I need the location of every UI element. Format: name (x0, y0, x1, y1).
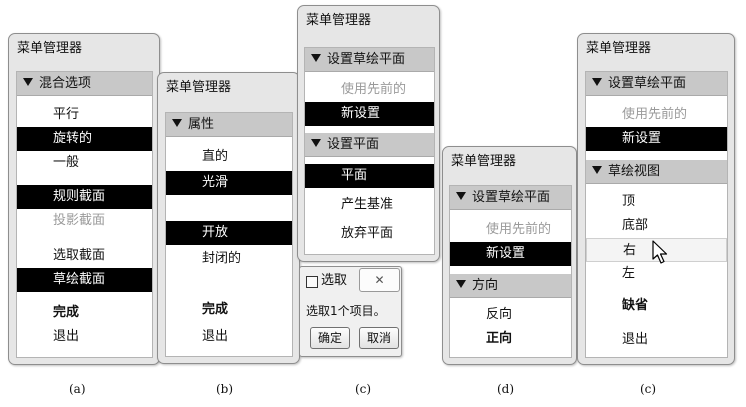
menu-item-quit[interactable]: 退出 (622, 332, 649, 347)
triangle-down-icon (311, 54, 321, 62)
menu-item-default[interactable]: 缺省 (622, 298, 649, 313)
menu-header-label: 设置草绘平面 (608, 76, 687, 91)
menu-item-create-datum[interactable]: 产生基准 (341, 197, 394, 212)
caption-c: (c) (355, 382, 372, 396)
mouse-pointer-icon (652, 240, 668, 264)
menu-item-new-setting[interactable]: 新设置 (586, 127, 727, 151)
menu-manager-panel-c: 菜单管理器 设置草绘平面 使用先前的 新设置 设置平面 平面 产生基准 放弃平面 (297, 5, 440, 262)
menu-item-okay[interactable]: 正向 (486, 331, 513, 346)
menu-header-label: 设置平面 (327, 137, 380, 152)
menu-header-label: 设置草绘平面 (472, 190, 551, 205)
menu-item-open[interactable]: 开放 (166, 221, 292, 245)
menu-header-label: 属性 (188, 117, 215, 132)
dialog-close-button[interactable]: ✕ (359, 268, 400, 292)
menu-header-sketch-view[interactable]: 草绘视图 (586, 160, 727, 184)
menu-list: 混合选项 平行 旋转的 一般 规则截面 投影截面 选取截面 草绘截面 完成 退出 (16, 71, 153, 358)
menu-item-bottom[interactable]: 底部 (622, 218, 649, 233)
menu-list: 属性 直的 光滑 开放 封闭的 完成 退出 (165, 112, 293, 357)
menu-item-closed[interactable]: 封闭的 (202, 251, 242, 266)
caption-d: (d) (497, 382, 515, 396)
panel-title: 菜单管理器 (166, 80, 232, 95)
menu-manager-panel-a: 菜单管理器 混合选项 平行 旋转的 一般 规则截面 投影截面 选取截面 草绘截面… (8, 33, 160, 365)
triangle-down-icon (172, 119, 182, 127)
triangle-down-icon (311, 139, 321, 147)
menu-item-done[interactable]: 完成 (202, 302, 229, 317)
menu-list: 设置草绘平面 使用先前的 新设置 方向 反向 正向 (449, 185, 572, 358)
menu-header-direction[interactable]: 方向 (450, 274, 571, 298)
menu-item-sketch-section[interactable]: 草绘截面 (17, 268, 152, 292)
menu-header-label: 混合选项 (39, 76, 92, 91)
panel-title: 菜单管理器 (451, 154, 517, 169)
menu-header-label: 方向 (472, 278, 499, 293)
menu-item-use-previous: 使用先前的 (486, 222, 552, 237)
menu-item-project-section: 投影截面 (53, 213, 106, 228)
menu-item-quit[interactable]: 退出 (202, 329, 229, 344)
panel-title: 菜单管理器 (306, 13, 372, 28)
menu-item-quit[interactable]: 退出 (53, 329, 80, 344)
menu-item-parallel[interactable]: 平行 (53, 107, 80, 122)
menu-header-blend-options[interactable]: 混合选项 (17, 72, 152, 96)
menu-item-done[interactable]: 完成 (53, 305, 80, 320)
menu-item-select-section[interactable]: 选取截面 (53, 248, 106, 263)
dialog-message: 选取1个项目。 (306, 304, 386, 318)
menu-item-smooth[interactable]: 光滑 (166, 171, 292, 195)
caption-b: (b) (216, 382, 234, 396)
panel-title: 菜单管理器 (17, 41, 83, 56)
checkbox-square-icon (306, 276, 318, 288)
menu-manager-panel-e: 菜单管理器 设置草绘平面 使用先前的 新设置 草绘视图 顶 底部 右 左 缺省 … (577, 33, 735, 365)
menu-header-set-plane[interactable]: 设置平面 (305, 133, 434, 157)
triangle-down-icon (456, 280, 466, 288)
menu-header-set-sketch-plane[interactable]: 设置草绘平面 (586, 72, 727, 96)
menu-item-regular-section[interactable]: 规则截面 (17, 185, 152, 209)
menu-header-label: 设置草绘平面 (327, 52, 406, 67)
caption-a: (a) (69, 382, 86, 396)
menu-item-use-previous: 使用先前的 (622, 107, 688, 122)
panel-title: 菜单管理器 (586, 41, 652, 56)
menu-item-flip[interactable]: 反向 (486, 307, 513, 322)
triangle-down-icon (23, 78, 33, 86)
dialog-title: 选取 (321, 273, 348, 288)
menu-item-straight[interactable]: 直的 (202, 149, 229, 164)
menu-header-label: 草绘视图 (608, 164, 661, 179)
triangle-down-icon (456, 192, 466, 200)
menu-item-quit-plane[interactable]: 放弃平面 (341, 226, 394, 241)
menu-list: 设置草绘平面 使用先前的 新设置 设置平面 平面 产生基准 放弃平面 (304, 47, 435, 255)
cancel-button[interactable]: 取消 (359, 327, 399, 349)
menu-item-rotational[interactable]: 旋转的 (17, 127, 152, 151)
menu-item-use-previous: 使用先前的 (341, 82, 407, 97)
menu-list: 设置草绘平面 使用先前的 新设置 草绘视图 顶 底部 右 左 缺省 退出 (585, 71, 728, 358)
menu-item-general[interactable]: 一般 (53, 155, 80, 170)
menu-item-left[interactable]: 左 (622, 266, 636, 281)
menu-item-top[interactable]: 顶 (622, 194, 636, 209)
menu-header-set-sketch-plane[interactable]: 设置草绘平面 (305, 48, 434, 72)
menu-header-attributes[interactable]: 属性 (166, 113, 292, 137)
caption-e: (c) (640, 382, 657, 396)
select-dialog: 选取 ✕ 选取1个项目。 确定 取消 (299, 266, 402, 357)
ok-button[interactable]: 确定 (310, 327, 350, 349)
menu-item-new-setting[interactable]: 新设置 (305, 102, 434, 126)
menu-manager-panel-d: 菜单管理器 设置草绘平面 使用先前的 新设置 方向 反向 正向 (442, 146, 577, 365)
menu-header-set-sketch-plane[interactable]: 设置草绘平面 (450, 186, 571, 210)
menu-item-new-setting[interactable]: 新设置 (450, 242, 571, 266)
close-x-icon: ✕ (374, 273, 385, 287)
triangle-down-icon (592, 166, 602, 174)
menu-manager-panel-b: 菜单管理器 属性 直的 光滑 开放 封闭的 完成 退出 (157, 72, 300, 364)
menu-item-right[interactable]: 右 (586, 238, 727, 262)
menu-item-plane[interactable]: 平面 (305, 164, 434, 188)
triangle-down-icon (592, 78, 602, 86)
